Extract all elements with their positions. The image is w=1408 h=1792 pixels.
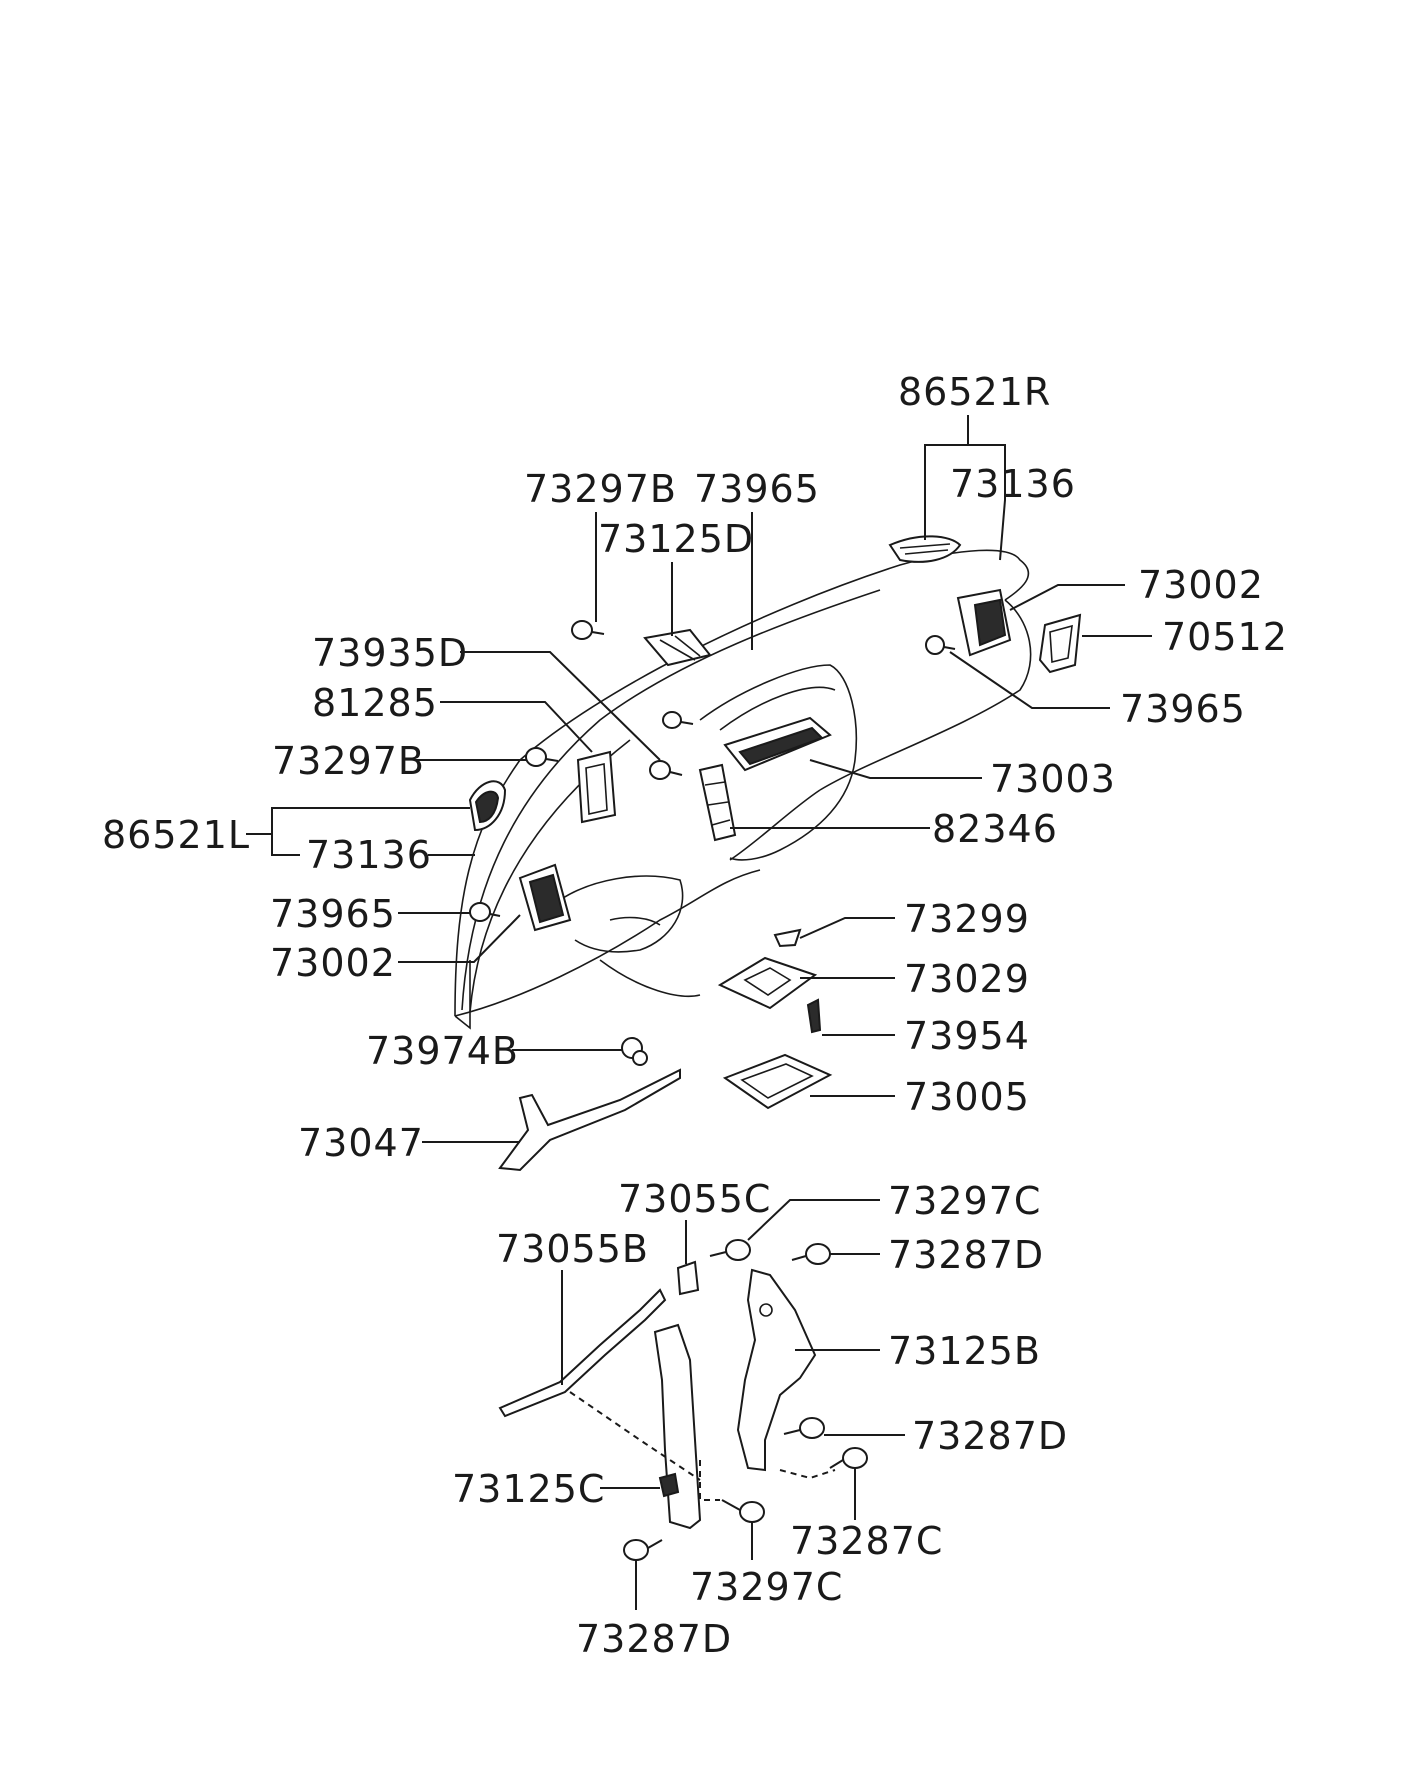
label-73965-top: 73965: [694, 467, 820, 511]
bracket-73125C: [653, 1323, 702, 1530]
bolt-73287C: [829, 1447, 868, 1469]
label-73297C-top: 73297C: [888, 1179, 1041, 1223]
clip-73965-left: [469, 902, 501, 922]
label-81285: 81285: [312, 681, 438, 725]
bracket-82346: [698, 763, 737, 842]
label-73136-left: 73136: [306, 833, 432, 877]
label-73297C-bottom: 73297C: [690, 1565, 843, 1609]
bolt-73297C-bottom: [721, 1499, 765, 1523]
bracket-73125B: [736, 1268, 817, 1472]
label-73287D-bottom: 73287D: [576, 1617, 732, 1661]
label-70512: 70512: [1162, 615, 1288, 659]
label-73965-right: 73965: [1120, 687, 1246, 731]
label-73055B: 73055B: [496, 1227, 649, 1271]
label-86521R: 86521R: [898, 370, 1051, 414]
assembly-line-2: [699, 1460, 720, 1501]
bracket-73055B: [498, 1288, 667, 1418]
label-73954: 73954: [904, 1014, 1030, 1058]
label-73125D: 73125D: [598, 517, 754, 561]
defroster-grille-right: [888, 535, 962, 563]
clip-73297B-left: [525, 747, 559, 767]
label-73287D-mid: 73287D: [912, 1414, 1068, 1458]
clip-73299: [773, 928, 802, 948]
assembly-line-3: [779, 1469, 836, 1480]
trim-70512: [1038, 613, 1082, 674]
bolt-73287D-bottom: [623, 1539, 663, 1561]
label-73965-left: 73965: [270, 892, 396, 936]
bracket-73125D: [643, 628, 712, 667]
label-86521L: 86521L: [102, 813, 250, 857]
clip-73965-right: [925, 635, 956, 655]
label-73029: 73029: [904, 957, 1030, 1001]
label-73136-top: 73136: [950, 462, 1076, 506]
bolt-73297C-top: [709, 1239, 751, 1261]
label-73055C: 73055C: [618, 1177, 771, 1221]
label-73003: 73003: [990, 757, 1116, 801]
clip-73974B: [621, 1037, 648, 1066]
label-73287C: 73287C: [790, 1519, 943, 1563]
instrument-panel: [454, 549, 1032, 1030]
vent-right: [956, 588, 1012, 657]
label-73287D-top: 73287D: [888, 1233, 1044, 1277]
tray-73029: [717, 956, 818, 1010]
label-73125B: 73125B: [888, 1329, 1041, 1373]
leader-lines: [246, 415, 1152, 1610]
label-73005: 73005: [904, 1075, 1030, 1119]
label-73297B-top: 73297B: [524, 467, 677, 511]
bracket-73047: [498, 1068, 681, 1172]
tray-73005: [722, 1053, 833, 1110]
label-73125C: 73125C: [452, 1467, 605, 1511]
label-73297B-left: 73297B: [272, 739, 425, 783]
assembly-line-1: [569, 1391, 701, 1481]
label-82346: 82346: [932, 807, 1058, 851]
grille-81285: [576, 750, 617, 824]
label-73974B: 73974B: [366, 1029, 519, 1073]
label-73002-left: 73002: [270, 941, 396, 985]
label-73299: 73299: [904, 897, 1030, 941]
clip-73935D: [649, 760, 683, 780]
defroster-grille-left: [468, 780, 507, 832]
screw-73954: [806, 998, 822, 1034]
clip-73297B-top: [571, 620, 605, 640]
label-73935D: 73935D: [312, 631, 468, 675]
clip-center: [662, 711, 694, 729]
label-73002-right: 73002: [1138, 563, 1264, 607]
label-73047: 73047: [298, 1121, 424, 1165]
duct-73003: [723, 716, 832, 772]
vent-left: [518, 863, 572, 932]
bolt-73287D-top: [791, 1243, 831, 1265]
bolt-73287D-mid: [783, 1417, 825, 1439]
clip-73055C: [676, 1260, 700, 1296]
